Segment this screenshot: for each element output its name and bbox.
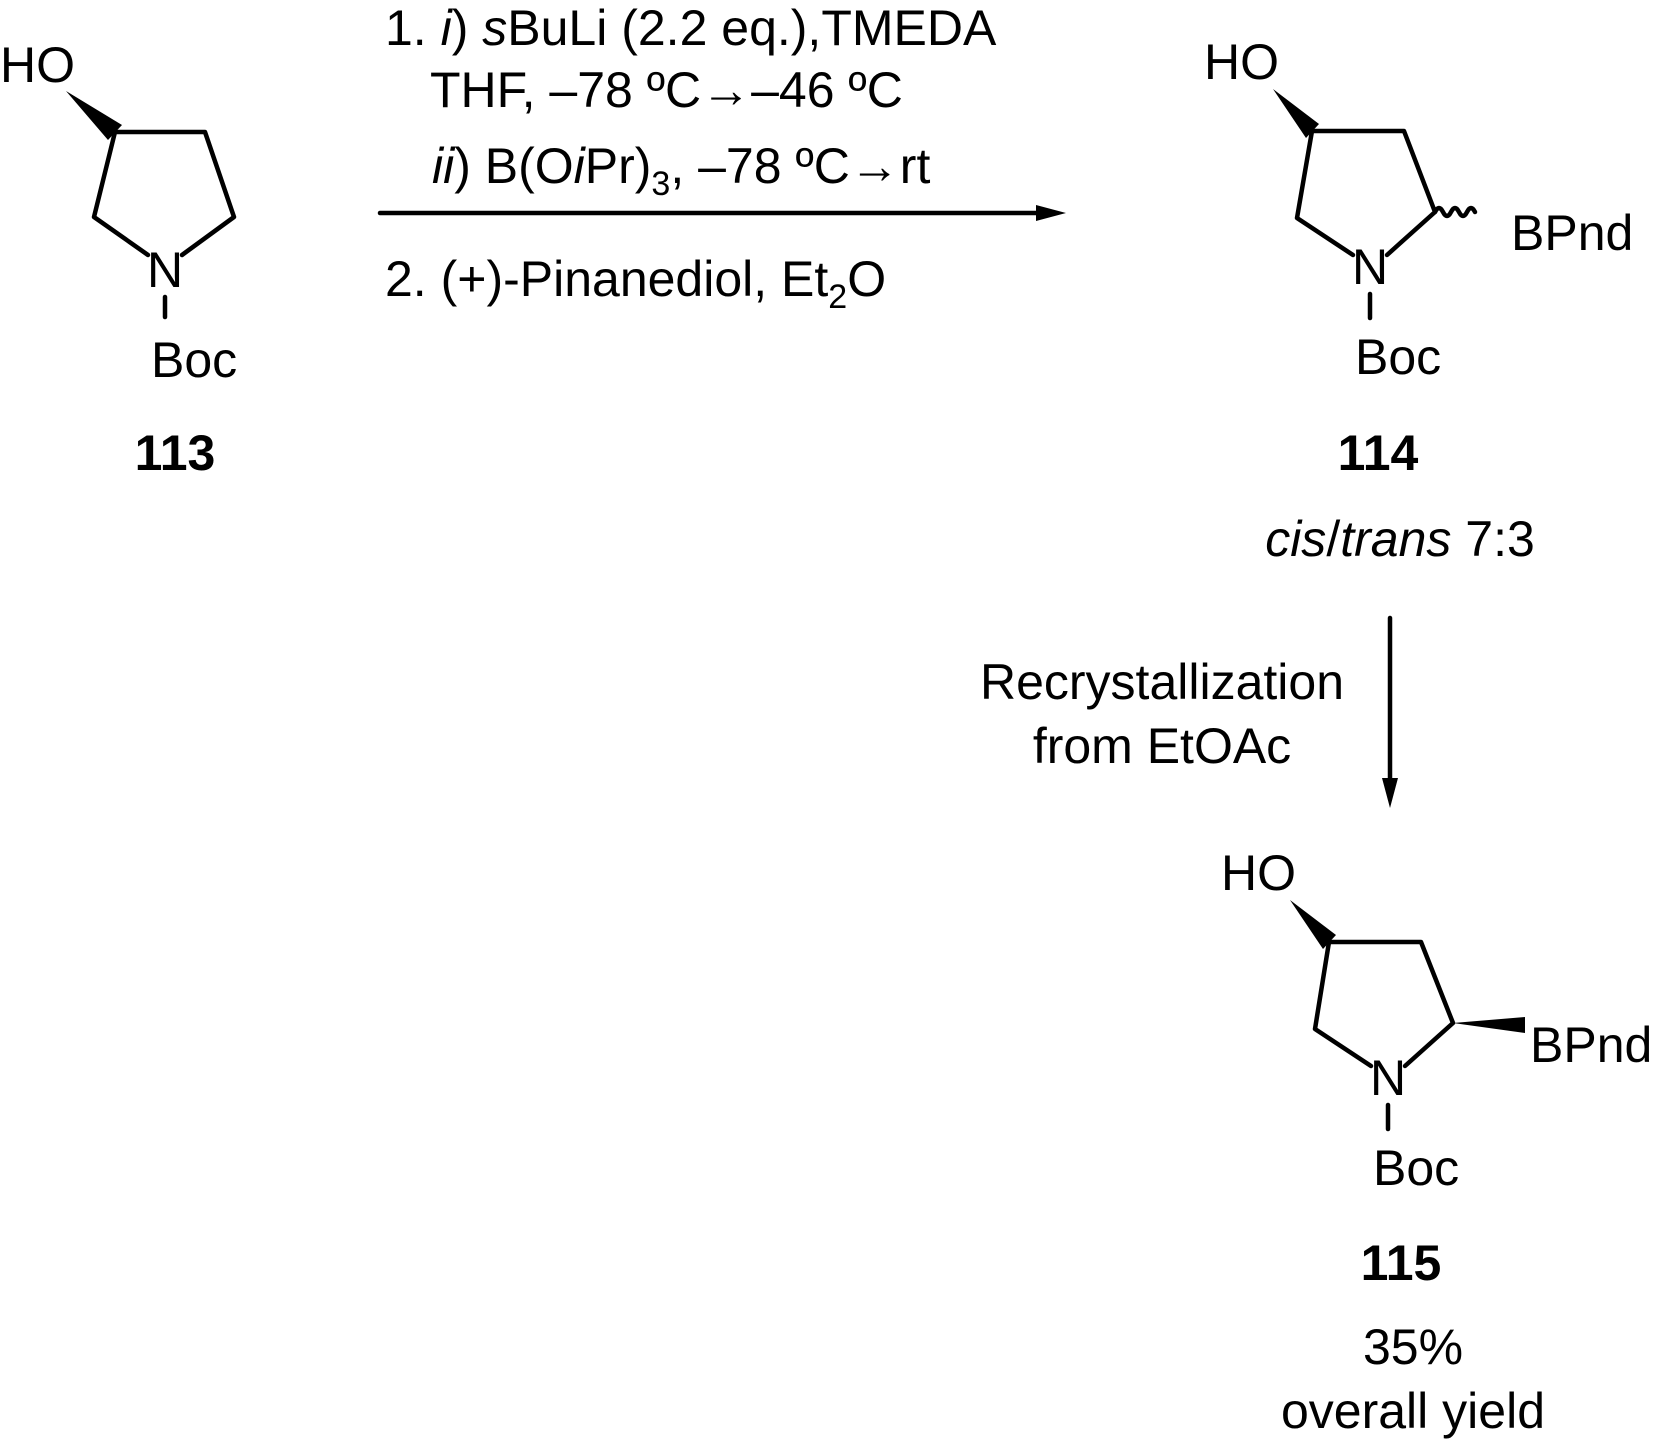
compound-label: 114: [1338, 425, 1419, 481]
condition-step1-line2: THF, –78 ºC→–46 ºC: [430, 62, 903, 118]
reaction-arrow-head: [1382, 778, 1398, 808]
ring-bonds: [1294, 128, 1438, 258]
compound-label: 113: [135, 425, 216, 481]
boron-group-label: BPnd: [1530, 1017, 1652, 1073]
yield-value: 35%: [1363, 1319, 1463, 1375]
nitrogen-label: N: [1370, 1050, 1406, 1106]
compound-label: 115: [1361, 1235, 1442, 1291]
condition-step1-line3: ii) B(OiPr)3, –78 ºC→rt: [432, 138, 930, 203]
hydroxyl-label: HO: [1204, 34, 1279, 90]
boron-group-label: BPnd: [1511, 205, 1633, 261]
stereo-wedge-bond: [1273, 89, 1319, 138]
yield-text: overall yield: [1281, 1383, 1545, 1439]
stereo-wedge-bond: [66, 91, 122, 140]
boc-label: Boc: [151, 332, 237, 388]
hydroxyl-label: HO: [1221, 845, 1296, 901]
hydroxyl-label: HO: [0, 37, 75, 93]
compound-114: HO BPnd N Boc 114 cis/trans 7:3: [1204, 34, 1633, 567]
diastereomer-ratio: cis/trans 7:3: [1265, 511, 1535, 567]
reaction-1: 1. i) sBuLi (2.2 eq.),TMEDA THF, –78 ºC→…: [377, 0, 1066, 316]
condition-step2: 2. (+)-Pinanediol, Et2O: [385, 251, 886, 316]
compound-113: HO N Boc 113: [0, 37, 237, 481]
condition-step1-line1: 1. i) sBuLi (2.2 eq.),TMEDA: [385, 0, 997, 56]
ring-bonds: [91, 129, 237, 258]
nitrogen-label: N: [147, 242, 183, 298]
ring-bonds: [1312, 939, 1456, 1069]
compound-115: HO BPnd N Boc 115 35% overall yield: [1221, 845, 1652, 1439]
reaction-arrow-head: [1036, 205, 1066, 221]
wavy-bond: [1432, 205, 1478, 219]
condition-line2: from EtOAc: [1033, 718, 1291, 774]
stereo-wedge-bond: [1290, 900, 1336, 949]
condition-line1: Recrystallization: [980, 654, 1344, 710]
reaction-2: Recrystallization from EtOAc: [980, 615, 1398, 808]
boc-label: Boc: [1355, 329, 1441, 385]
boc-label: Boc: [1373, 1140, 1459, 1196]
stereo-wedge-bond-boron: [1453, 1017, 1525, 1033]
nitrogen-label: N: [1352, 239, 1388, 295]
